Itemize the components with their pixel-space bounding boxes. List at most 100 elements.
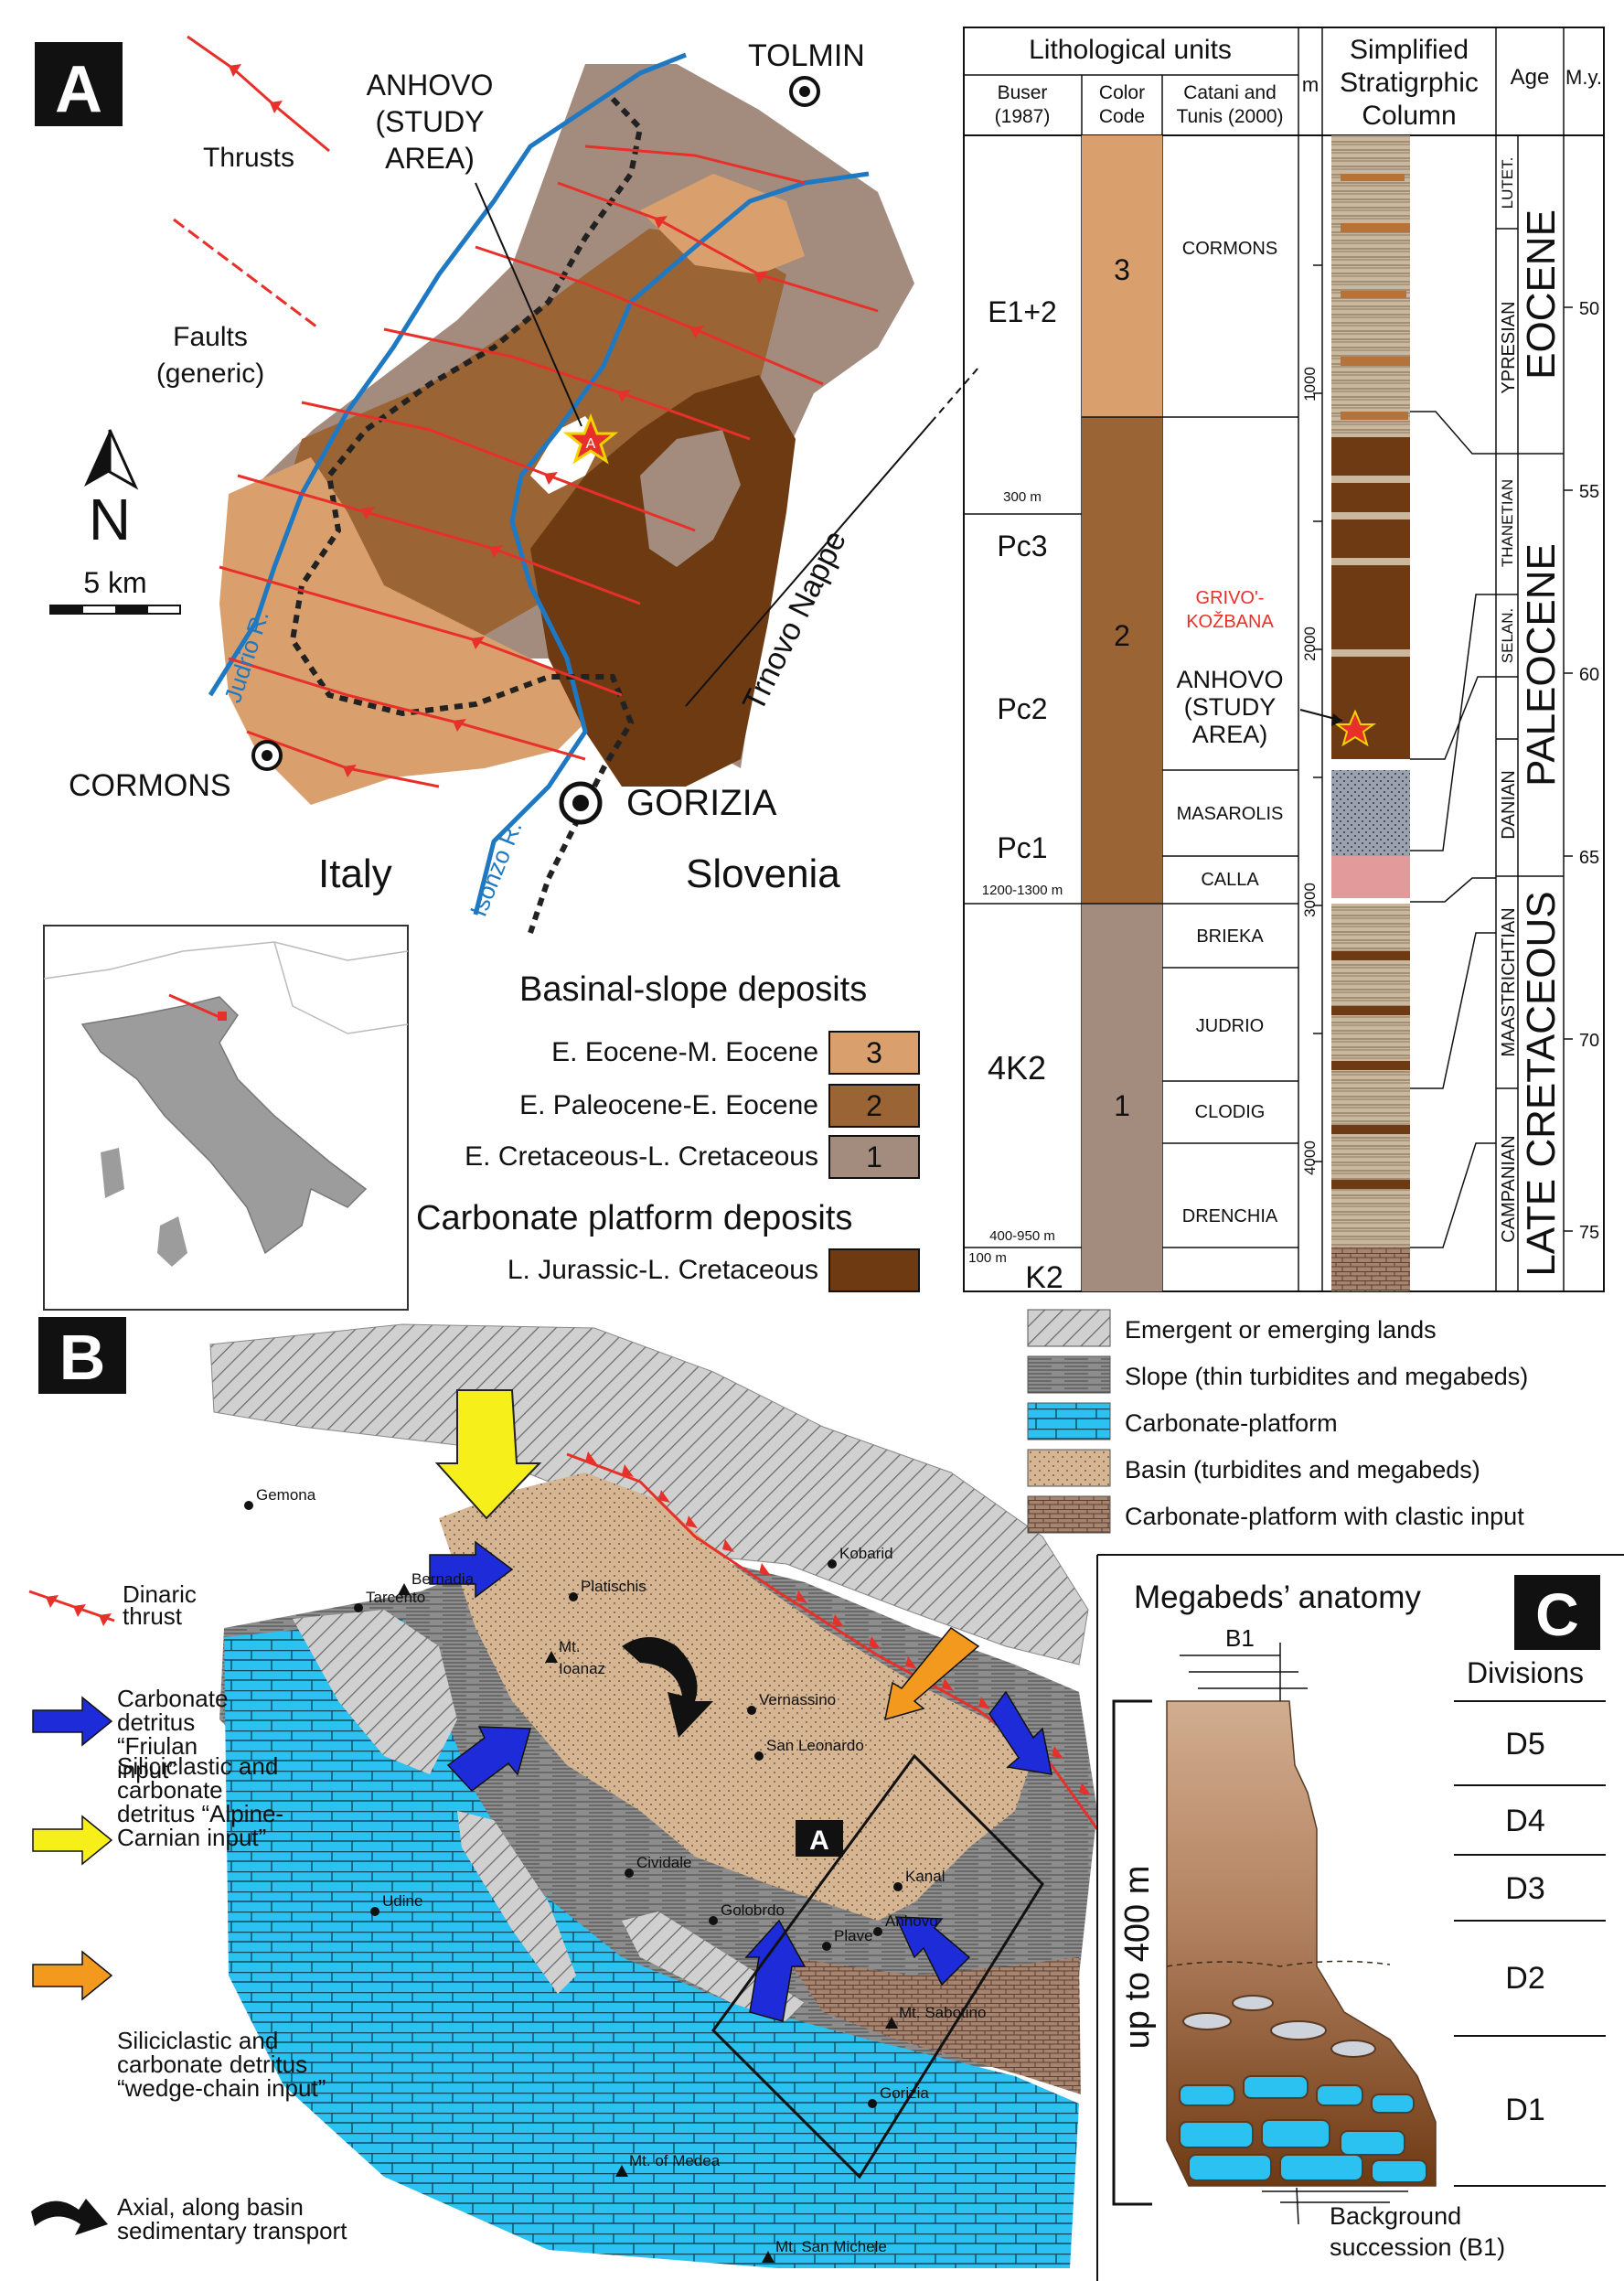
division-d3: D3 xyxy=(1505,1871,1544,1906)
depth-3000: 3000 xyxy=(1301,883,1319,917)
catani-kozbana: KOŽBANA xyxy=(1186,611,1274,632)
map-legend-thrusts: Thrusts xyxy=(187,35,330,173)
legend-b-clastic: Carbonate-platform with clastic input xyxy=(1125,1503,1524,1530)
scale-label: 5 km xyxy=(83,566,146,599)
buser-unit-4k2: 4K2 xyxy=(988,1049,1046,1087)
epoch-paleocene: PALEOCENE xyxy=(1519,543,1564,787)
place-dot xyxy=(828,1559,837,1569)
buser-unit-pc3: Pc3 xyxy=(997,530,1047,562)
header-color-1: Color xyxy=(1099,82,1145,103)
header-age: Age xyxy=(1511,65,1550,90)
thrust-tooth xyxy=(869,1636,881,1649)
legend-alpine-line: Carnian input” xyxy=(117,1824,266,1851)
legend-friulan-line: Carbonate xyxy=(117,1685,228,1712)
header-catani-1: Catani and xyxy=(1183,82,1277,103)
my-50: 50 xyxy=(1579,299,1599,319)
study-area-box xyxy=(711,1753,1044,2179)
place-label: Mt. of Medea xyxy=(629,2152,721,2169)
catani-drenchia: DRENCHIA xyxy=(1182,1206,1278,1226)
legend-faults-text-1: Faults xyxy=(173,322,248,352)
place-label: Anhovo xyxy=(885,1912,938,1930)
place-dot xyxy=(868,2099,877,2108)
depth-1000: 1000 xyxy=(1301,367,1319,402)
megabed-d3-boundary xyxy=(1166,1960,1391,1967)
legend-item-text: E. Cretaceous-L. Cretaceous xyxy=(465,1141,818,1172)
depth-ticks xyxy=(1313,264,1322,1162)
divisions-title: Divisions xyxy=(1467,1656,1584,1689)
legend-item-code: 2 xyxy=(866,1089,882,1122)
legend-friulan-line: “Friulan xyxy=(117,1732,198,1760)
basin-region xyxy=(439,1472,1033,1921)
catani-study: (STUDY xyxy=(1184,693,1277,721)
place-label: Mt. San Michele xyxy=(775,2238,887,2255)
catani-brieka: BRIEKA xyxy=(1196,926,1264,947)
header-color-2: Code xyxy=(1099,106,1145,127)
legend-axial-line: Axial, along basin xyxy=(117,2193,304,2221)
depth-2000: 2000 xyxy=(1301,626,1319,661)
legend-swatch xyxy=(828,1248,920,1292)
study-area-label-3: AREA) xyxy=(385,142,475,175)
clastic-platform-region xyxy=(786,1957,1081,2094)
river-isonzo-label: Isonzo R. xyxy=(465,817,528,920)
stage-danian: DANIAN xyxy=(1499,770,1519,840)
color-code-1 xyxy=(1082,904,1162,1291)
legend-alpine-line: detritus “Alpine- xyxy=(117,1800,283,1827)
thrust-tooth xyxy=(722,1539,734,1552)
stage-maastrichtian: MAASTRICHTIAN xyxy=(1499,907,1519,1056)
legend-swatch xyxy=(828,1135,920,1179)
town-tolmin-label: TOLMIN xyxy=(748,38,865,73)
place-dot xyxy=(709,1916,718,1925)
color-code-3-label: 3 xyxy=(1114,253,1130,286)
header-simpl-3: Column xyxy=(1362,101,1456,131)
state-border-line xyxy=(289,96,644,934)
background-label-1: Background xyxy=(1330,2202,1461,2230)
legend-swatch xyxy=(828,1031,920,1075)
panel-b-label-box xyxy=(38,1317,126,1394)
division-d5: D5 xyxy=(1505,1727,1544,1762)
thrust-tooth xyxy=(905,1656,917,1669)
panel-b-label: B xyxy=(59,1322,106,1393)
buser-thick-300: 300 m xyxy=(1003,489,1042,505)
study-area-star-label: A xyxy=(586,436,596,452)
depth-4000: 4000 xyxy=(1301,1140,1319,1175)
river-judrio-line xyxy=(208,52,687,697)
place-dot xyxy=(893,1882,903,1891)
place-dot xyxy=(354,1603,363,1612)
thrust-tooth xyxy=(759,1563,771,1576)
thrust-tooth xyxy=(942,1678,954,1691)
legend-dinaric-thrust-icon xyxy=(28,1590,115,1626)
buser-unit-k2: K2 xyxy=(1025,1260,1063,1295)
buser-thick-1200: 1200-1300 m xyxy=(982,883,1063,898)
division-lines xyxy=(1454,1700,1606,2187)
alpine-input-arrow-icon xyxy=(434,1389,542,1520)
study-box-a-label: A xyxy=(809,1826,829,1856)
legend-axial-arrow-icon xyxy=(31,2199,108,2235)
stage-thanetian: THANETIAN xyxy=(1499,479,1516,567)
north-label: N xyxy=(89,487,131,552)
place-peak xyxy=(762,2251,775,2263)
color-code-2-label: 2 xyxy=(1114,619,1130,652)
header-buser-1: Buser xyxy=(998,82,1048,103)
town-cormons-label: CORMONS xyxy=(69,768,231,803)
megabed-b1-lines xyxy=(1180,1643,1408,2225)
place-label: Mt. Sabotino xyxy=(899,2004,986,2021)
my-ticks xyxy=(1564,306,1573,1232)
nappe-line xyxy=(685,422,932,707)
thrust-tooth xyxy=(796,1590,807,1603)
friulan-input-arrow-icon-3 xyxy=(744,1919,807,2022)
header-buser-2: (1987) xyxy=(995,106,1051,127)
place-label: Gemona xyxy=(256,1486,316,1504)
legend-basinal-title: Basinal-slope deposits xyxy=(519,970,867,1009)
buser-thick-100: 100 m xyxy=(968,1250,1007,1266)
panel-a-map: A xyxy=(35,35,979,1311)
legend-item-code: 3 xyxy=(866,1036,882,1069)
thrust-tooth xyxy=(622,1464,634,1477)
place-label: San Leonardo xyxy=(766,1737,864,1754)
thrust-tooth xyxy=(832,1614,844,1627)
thickness-bracket xyxy=(1112,1699,1152,2206)
megabed-title: Megabeds’ anatomy xyxy=(1134,1580,1421,1615)
river-isonzo-line xyxy=(473,171,870,916)
thrust-tooth xyxy=(658,1490,670,1503)
